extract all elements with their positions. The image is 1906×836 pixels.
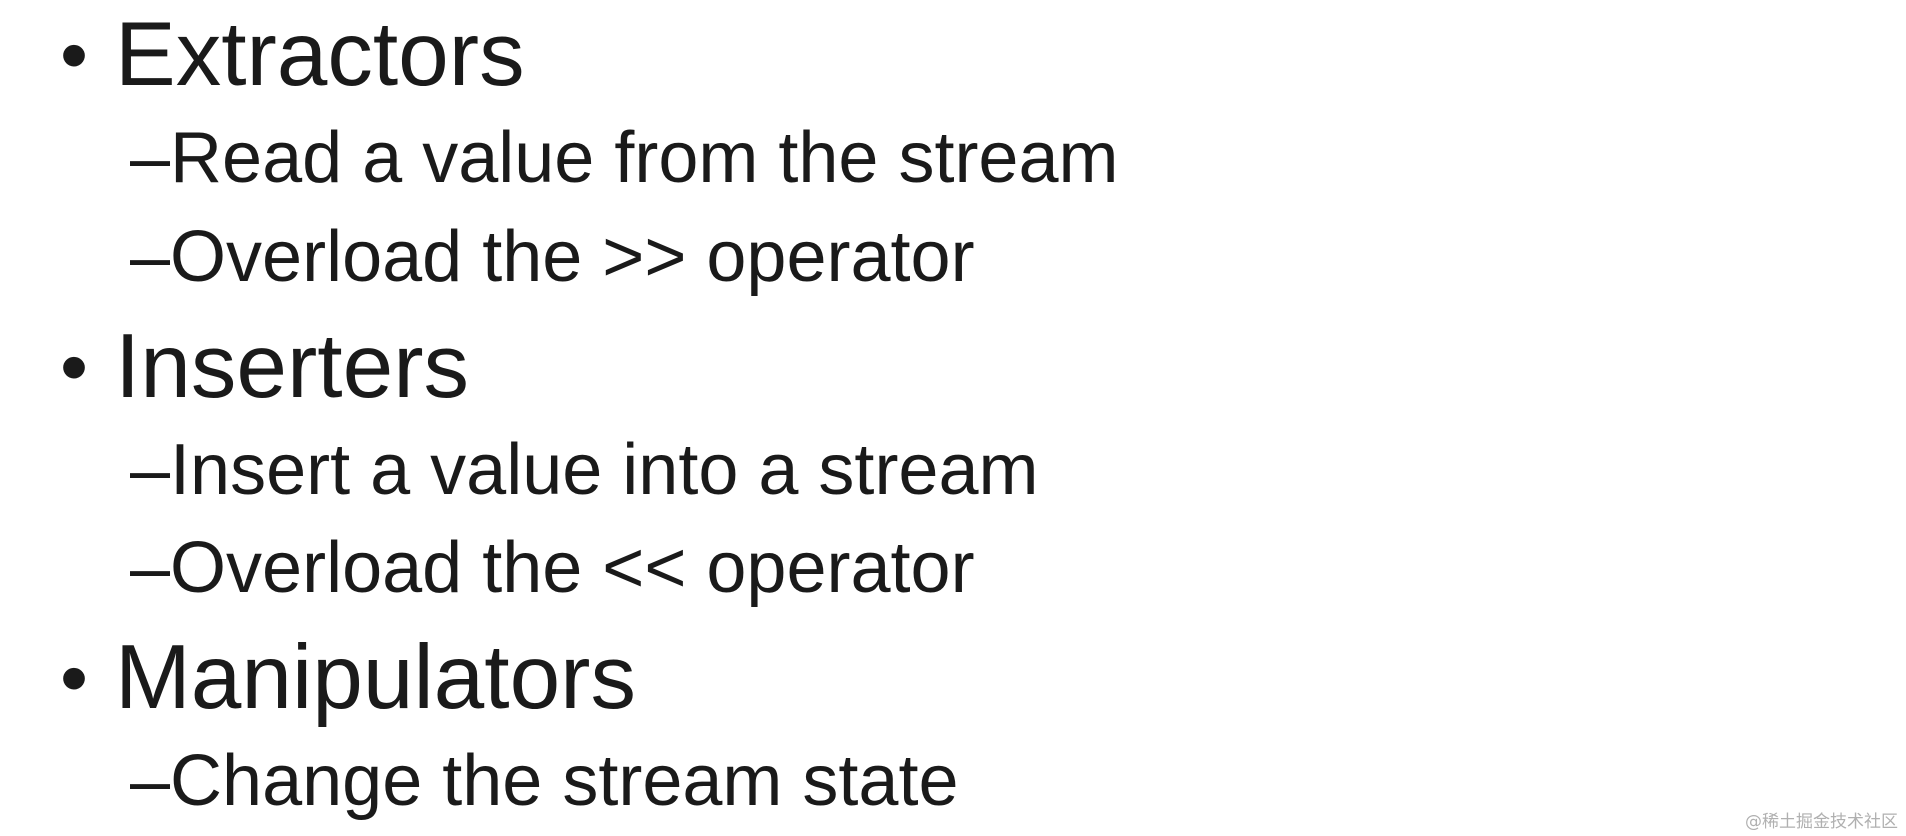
- bullet-title: Extractors: [115, 4, 525, 105]
- bullet-marker: •: [60, 633, 89, 722]
- sub-marker: –: [130, 741, 171, 821]
- subitem: –Change the stream state: [130, 736, 959, 826]
- bullet-extractors: • Extractors: [60, 5, 525, 105]
- bullet-marker: •: [60, 10, 89, 99]
- subitem-text: Insert a value into a stream: [170, 430, 1039, 510]
- subitem: –Read a value from the stream: [130, 113, 1119, 203]
- sub-marker: –: [130, 217, 171, 297]
- subitem-text: Overload the >> operator: [170, 217, 975, 297]
- sub-marker: –: [130, 430, 171, 510]
- bullet-title: Inserters: [115, 316, 470, 417]
- subitem-text: Overload the << operator: [170, 528, 975, 608]
- subitem-text: Read a value from the stream: [170, 118, 1119, 198]
- bullet-title: Manipulators: [115, 627, 636, 728]
- bullet-marker: •: [60, 322, 89, 411]
- bullet-manipulators: • Manipulators: [60, 628, 636, 728]
- watermark: @稀土掘金技术社区: [1745, 812, 1898, 832]
- subitem: –Overload the >> operator: [130, 212, 975, 302]
- subitem-text: Change the stream state: [170, 741, 959, 821]
- sub-marker: –: [130, 118, 171, 198]
- subitem: –Insert a value into a stream: [130, 425, 1038, 515]
- sub-marker: –: [130, 528, 171, 608]
- bullet-inserters: • Inserters: [60, 317, 469, 417]
- subitem: –Overload the << operator: [130, 523, 975, 613]
